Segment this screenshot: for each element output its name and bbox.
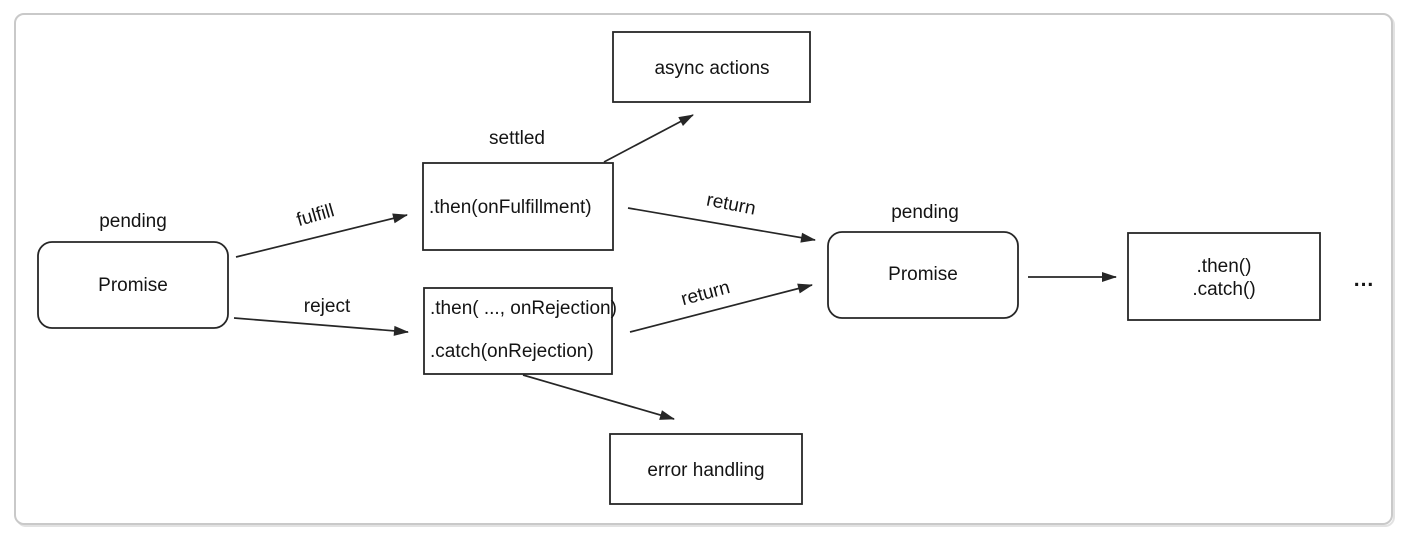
rejection-handlers-line2: .catch(onRejection) xyxy=(430,341,594,362)
promise2-node xyxy=(827,231,1019,319)
return-bottom-arrow xyxy=(629,283,813,333)
return-top-arrow xyxy=(627,207,816,243)
promise1-label: Promise xyxy=(98,275,168,296)
reject-arrow xyxy=(233,317,409,336)
then-catch-line1: .then() xyxy=(1197,256,1252,277)
rejection-handlers-node xyxy=(423,287,613,375)
to-async-actions-arrow xyxy=(603,114,694,163)
rejection-handlers-line1: .then( ..., onRejection) xyxy=(430,298,617,319)
promise1-state-label: pending xyxy=(99,211,167,232)
promise2-state-label: pending xyxy=(891,202,959,223)
promise2-label: Promise xyxy=(888,264,958,285)
reject-arrow-label: reject xyxy=(304,296,351,317)
then-fulfillment-label: .then(onFulfillment) xyxy=(429,197,592,218)
fulfill-arrow xyxy=(235,213,408,258)
async-actions-label: async actions xyxy=(654,58,769,79)
error-handling-node xyxy=(609,433,803,505)
then-fulfillment-node xyxy=(422,162,614,251)
error-handling-label: error handling xyxy=(647,460,764,481)
async-actions-node xyxy=(612,31,811,103)
to-error-handling-arrow xyxy=(522,374,675,420)
then-fulfillment-state-label: settled xyxy=(489,128,545,149)
continuation-ellipsis: ... xyxy=(1354,268,1375,291)
diagram-frame xyxy=(14,13,1393,525)
then-catch-line2: .catch() xyxy=(1192,279,1255,300)
then-catch-node xyxy=(1127,232,1321,321)
promise1-node xyxy=(37,241,229,329)
